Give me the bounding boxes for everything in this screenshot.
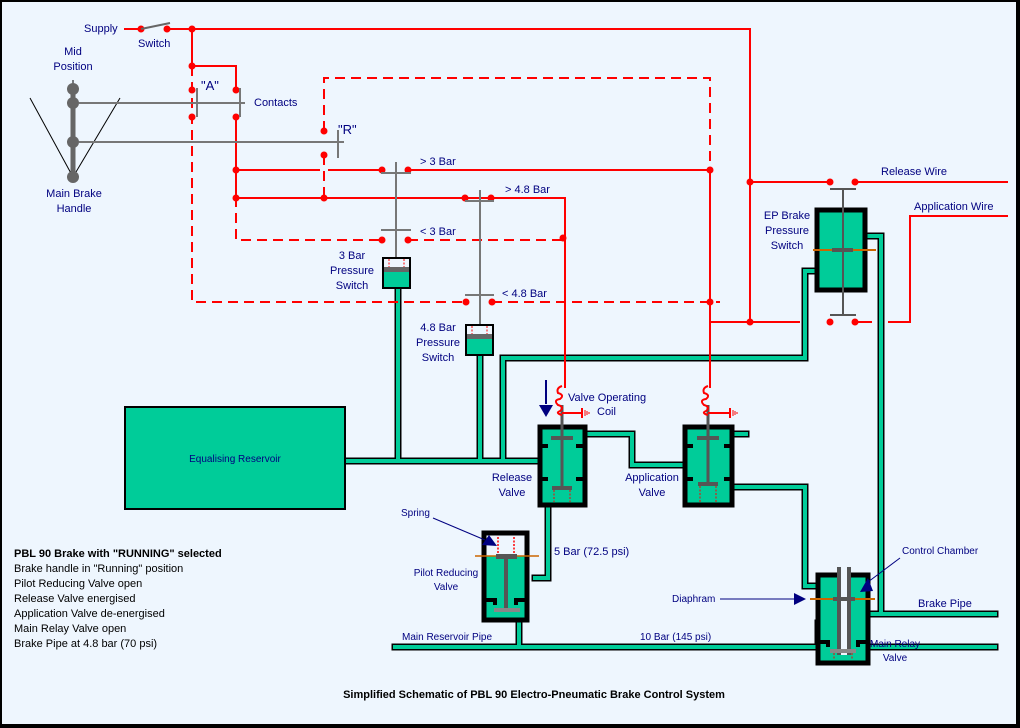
ps3-label-3: Switch xyxy=(336,280,368,292)
mid-position-label: Mid xyxy=(64,46,82,58)
switch-label: Switch xyxy=(138,38,170,50)
status-line: Brake handle in "Running" position xyxy=(14,563,184,575)
wire-junctions xyxy=(137,25,859,326)
contact-r-label: "R" xyxy=(338,122,357,137)
status-line: Pilot Reducing Valve open xyxy=(14,578,143,590)
ps3-label-1: 3 Bar xyxy=(339,250,366,262)
mid-position-label-2: Position xyxy=(53,61,92,73)
spring-label: Spring xyxy=(401,508,430,519)
valve-operating-label: Valve Operating xyxy=(568,392,646,404)
application-valve-label-1: Application xyxy=(625,472,679,484)
coil-label: Coil xyxy=(597,406,616,418)
energised-arrow-icon xyxy=(539,380,553,417)
wiring xyxy=(124,28,1008,388)
release-valve-label-1: Release xyxy=(492,472,532,484)
release-wire-label: Release Wire xyxy=(881,166,947,178)
diaphram-label: Diaphram xyxy=(672,594,715,605)
status-line: Application Valve de-energised xyxy=(14,608,165,620)
main-relay-valve xyxy=(810,567,875,666)
contacts-label: Contacts xyxy=(254,97,298,109)
ep-label-3: Switch xyxy=(771,240,803,252)
ep-label-2: Pressure xyxy=(765,225,809,237)
ps3-label-2: Pressure xyxy=(330,265,374,277)
main-reservoir-pipe-label: Main Reservoir Pipe xyxy=(402,632,492,643)
application-valve-label-2: Valve xyxy=(639,487,666,499)
status-title: PBL 90 Brake with "RUNNING" selected xyxy=(14,548,222,560)
supply-label: Supply xyxy=(84,23,118,35)
supply-switch-blade[interactable] xyxy=(140,22,171,30)
ps48-label-3: Switch xyxy=(422,352,454,364)
release-valve xyxy=(537,405,588,508)
pilot-label-1: Pilot Reducing xyxy=(414,568,478,579)
status-panel: PBL 90 Brake with "RUNNING" selected Bra… xyxy=(14,547,222,652)
contact-a-label: "A" xyxy=(201,78,219,93)
equalising-reservoir xyxy=(124,406,346,510)
ten-bar-label: 10 Bar (145 psi) xyxy=(640,632,711,643)
main-brake-handle[interactable] xyxy=(29,80,121,183)
ep-brake-pressure-switch xyxy=(813,188,876,316)
pressure-switch-3bar xyxy=(382,257,411,289)
spring-pointer xyxy=(432,517,497,546)
ps48-label-1: 4.8 Bar xyxy=(420,322,456,334)
diagram-caption: Simplified Schematic of PBL 90 Electro-P… xyxy=(343,689,725,701)
gt-4-8-bar-label: > 4.8 Bar xyxy=(505,184,550,196)
equalising-reservoir-label: Equalising Reservoir xyxy=(189,454,281,465)
diaphram-pointer xyxy=(720,593,806,605)
main-brake-handle-label-2: Handle xyxy=(57,203,92,215)
gt-3-bar-label: > 3 Bar xyxy=(420,156,456,168)
main-relay-label-1: Main Relay xyxy=(870,639,920,650)
brake-pipe-label: Brake Pipe xyxy=(918,598,972,610)
release-valve-label-2: Valve xyxy=(499,487,526,499)
status-line: Main Relay Valve open xyxy=(14,623,127,635)
main-brake-handle-label: Main Brake xyxy=(46,188,102,200)
contact-bars xyxy=(79,88,494,328)
ep-label-1: EP Brake xyxy=(764,210,810,222)
lt-4-8-bar-label: < 4.8 Bar xyxy=(502,288,547,300)
control-chamber-label: Control Chamber xyxy=(902,546,979,557)
release-coil-ground-icon xyxy=(584,410,590,416)
status-line: Brake Pipe at 4.8 bar (70 psi) xyxy=(14,638,158,650)
control-chamber-pointer xyxy=(860,557,901,592)
pilot-label-2: Valve xyxy=(434,582,459,593)
lt-3-bar-label: < 3 Bar xyxy=(420,226,456,238)
main-relay-label-2: Valve xyxy=(883,653,908,664)
ps48-label-2: Pressure xyxy=(416,337,460,349)
pilot-reducing-valve xyxy=(475,530,539,623)
pressure-switch-4-8bar xyxy=(465,324,494,356)
application-valve-coil xyxy=(700,385,731,418)
release-valve-coil xyxy=(554,385,583,418)
status-line: Release Valve energised xyxy=(14,593,136,605)
wiring-dashed xyxy=(191,66,720,303)
application-coil-ground-icon xyxy=(732,410,738,416)
five-bar-label: 5 Bar (72.5 psi) xyxy=(554,546,629,558)
application-valve xyxy=(682,405,735,508)
application-wire-label: Application Wire xyxy=(914,201,993,213)
